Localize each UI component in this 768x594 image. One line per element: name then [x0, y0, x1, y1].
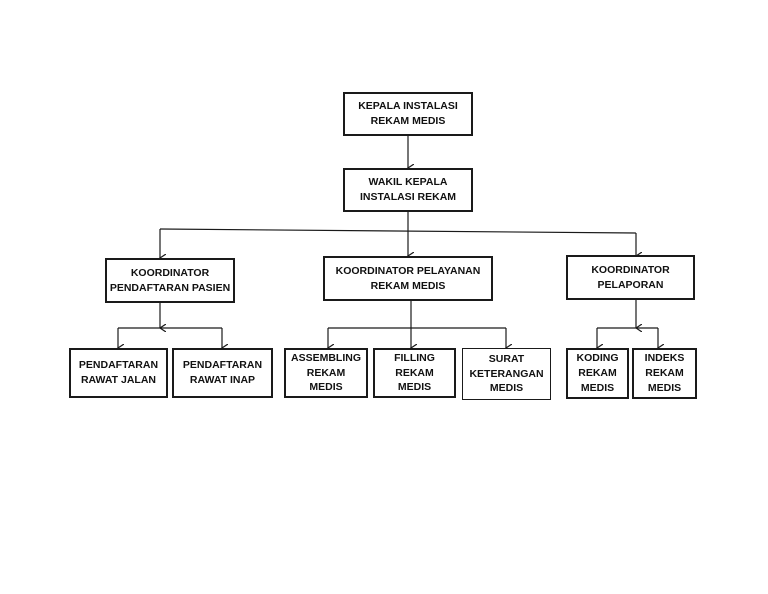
unit-assembling-box: ASSEMBLING REKAM MEDIS — [284, 348, 368, 398]
unit-outpatient-registration-box: PENDAFTARAN RAWAT JALAN — [69, 348, 168, 398]
unit-coding-box: KODING REKAM MEDIS — [566, 348, 629, 399]
unit-index-box: INDEKS REKAM MEDIS — [632, 348, 697, 399]
coordinator-service-box: KOORDINATOR PELAYANAN REKAM MEDIS — [323, 256, 493, 301]
coordinator-registration-box: KOORDINATOR PENDAFTARAN PASIEN — [105, 258, 235, 303]
head-box: KEPALA INSTALASI REKAM MEDIS — [343, 92, 473, 136]
deputy-box: WAKIL KEPALA INSTALASI REKAM — [343, 168, 473, 212]
connector-coordinator-bar — [159, 228, 637, 234]
coordinator-reporting-box: KOORDINATOR PELAPORAN — [566, 255, 695, 300]
unit-inpatient-registration-box: PENDAFTARAN RAWAT INAP — [172, 348, 273, 398]
unit-medical-certificate-box: SURAT KETERANGAN MEDIS — [462, 348, 551, 400]
unit-filling-box: FILLING REKAM MEDIS — [373, 348, 456, 398]
